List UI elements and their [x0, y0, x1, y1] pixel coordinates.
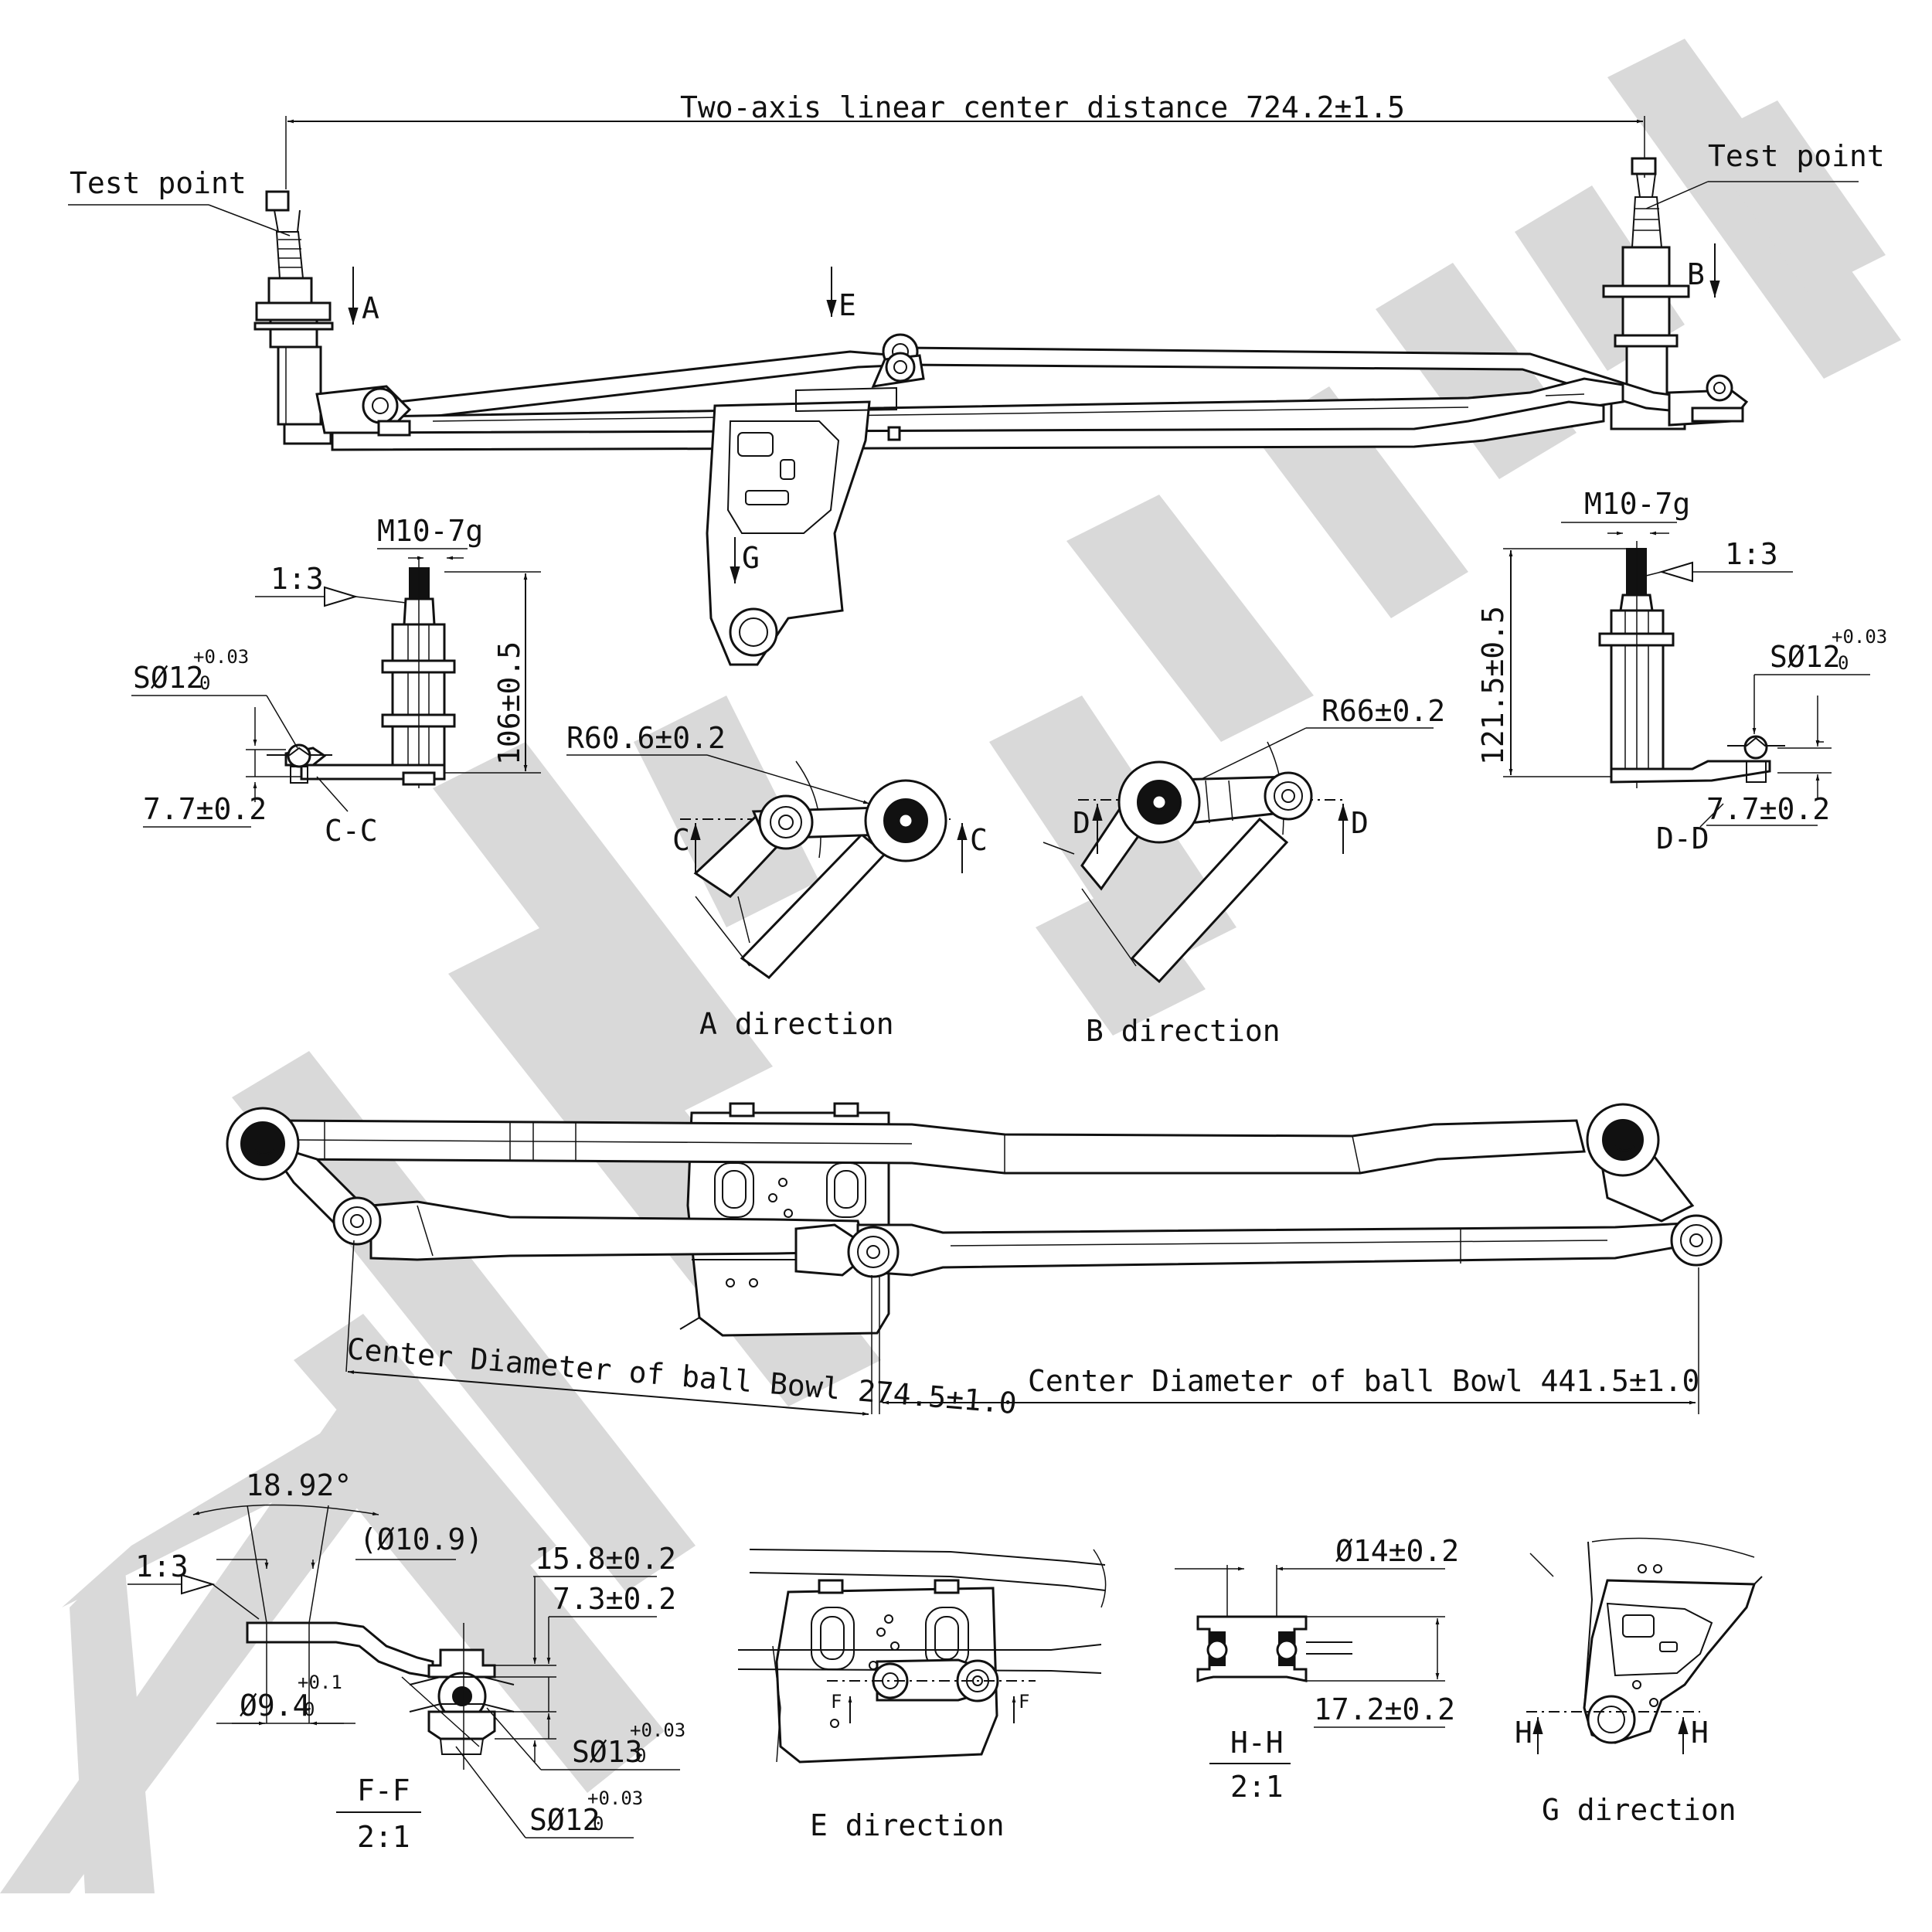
- section-ff-ball-12: SØ12: [529, 1803, 600, 1837]
- view-g-title: G direction: [1542, 1793, 1736, 1827]
- view-a-title: A direction: [699, 1007, 894, 1041]
- section-ff-title: F-F: [357, 1774, 410, 1808]
- section-cc-ball-tol: +0.03: [193, 646, 249, 668]
- section-h-h: Ø14±0.2 17.2±0.2 H-H 2:1: [1175, 1534, 1459, 1804]
- watermark-text: ZENNEK: [1839, 1920, 1856, 1926]
- section-hh-title: H-H: [1230, 1726, 1284, 1760]
- linkage-dim-right: Center Diameter of ball Bowl 441.5±1.0: [1028, 1364, 1699, 1398]
- section-ff-bore-dia: Ø9.4: [240, 1689, 311, 1723]
- watermark-zennek: [0, 39, 1901, 1893]
- test-point-right-label: Test point: [1708, 139, 1885, 173]
- view-arrow-g: G: [742, 541, 760, 575]
- view-g-mark-left: H: [1515, 1716, 1532, 1750]
- view-a-mark-right: C: [970, 823, 988, 857]
- section-cc-ball-zero: 0: [199, 672, 210, 694]
- section-f-f: 18.92° (Ø10.9) 1:3 Ø9.4 +0.1 0: [128, 1468, 685, 1854]
- view-g-mark-right: H: [1691, 1716, 1709, 1750]
- main-top-view: Two-axis linear center distance 724.2±1.…: [68, 90, 1885, 666]
- section-hh-dia: Ø14±0.2: [1335, 1534, 1459, 1568]
- motor-bracket: [706, 386, 901, 666]
- section-ff-bore-tol: +0.1: [298, 1672, 342, 1693]
- view-b-mark-right: D: [1351, 806, 1369, 840]
- view-a-radius: R60.6±0.2: [566, 721, 726, 755]
- view-b-radius: R66±0.2: [1321, 694, 1445, 728]
- main-dimension-label: Two-axis linear center distance 724.2±1.…: [680, 90, 1405, 124]
- section-ff-taper: 1:3: [135, 1549, 189, 1583]
- test-point-left-label: Test point: [70, 166, 247, 200]
- section-cc-height: 106±0.5: [492, 641, 526, 765]
- view-e-title: E direction: [810, 1808, 1005, 1842]
- section-dd-offset: 7.7±0.2: [1706, 792, 1830, 826]
- section-ff-dim-outer: 15.8±0.2: [535, 1542, 676, 1576]
- section-cc-ball-dia: SØ12: [133, 661, 204, 695]
- view-g-direction: H H G direction: [1515, 1537, 1763, 1827]
- view-b-direction: R66±0.2 D D B direction: [1043, 694, 1445, 1048]
- view-a-mark-left: C: [672, 823, 690, 857]
- section-cc-title: C-C: [325, 814, 378, 848]
- section-d-d: M10-7g 1:3 121.5±0.5 SØ12 +0.03 0: [1476, 487, 1887, 855]
- section-hh-scale: 2:1: [1230, 1770, 1284, 1804]
- view-e-mark-left: F: [831, 1691, 842, 1713]
- view-a-direction: R60.6±0.2 C C A direction: [566, 721, 988, 1041]
- section-ff-scale: 2:1: [357, 1820, 410, 1854]
- section-dd-title: D-D: [1656, 821, 1709, 855]
- section-c-c: M10-7g 1:3 106±0.5 SØ12 +0.03 0: [131, 514, 541, 848]
- section-cc-offset: 7.7±0.2: [143, 792, 267, 826]
- view-b-mark-left: D: [1073, 806, 1090, 840]
- view-e-mark-right: F: [1019, 1691, 1029, 1713]
- section-ff-ball-12-zero: 0: [593, 1813, 604, 1835]
- view-arrow-e: E: [838, 288, 856, 322]
- section-dd-ball-zero: 0: [1838, 652, 1849, 674]
- section-dd-ball-tol: +0.03: [1832, 626, 1887, 648]
- section-cc-thread: M10-7g: [377, 514, 483, 548]
- section-ff-ball-12-tol: +0.03: [587, 1787, 643, 1809]
- section-ff-angle: 18.92°: [246, 1468, 352, 1502]
- section-ff-dim-inner: 7.3±0.2: [553, 1582, 676, 1616]
- section-dd-taper: 1:3: [1725, 537, 1778, 571]
- view-b-title: B direction: [1086, 1014, 1281, 1048]
- section-ff-ball-13-tol: +0.03: [630, 1719, 685, 1741]
- section-dd-height: 121.5±0.5: [1476, 606, 1510, 765]
- section-ff-ball-13: SØ13: [572, 1735, 643, 1769]
- section-dd-thread: M10-7g: [1584, 487, 1690, 521]
- linkage-dim-left: Center Diameter of ball Bowl 274.5±1.0: [345, 1332, 1018, 1420]
- section-dd-ball-dia: SØ12: [1770, 640, 1841, 674]
- view-arrow-a: A: [362, 291, 379, 325]
- section-ff-ref-dia: (Ø10.9): [359, 1522, 483, 1556]
- view-arrow-b: B: [1687, 257, 1705, 291]
- view-e-direction: F F E direction: [737, 1549, 1107, 1842]
- section-ff-ball-13-zero: 0: [635, 1745, 646, 1767]
- left-pivot-shaft: [253, 190, 334, 445]
- section-hh-height: 17.2±0.2: [1314, 1692, 1455, 1726]
- section-cc-taper: 1:3: [270, 562, 324, 596]
